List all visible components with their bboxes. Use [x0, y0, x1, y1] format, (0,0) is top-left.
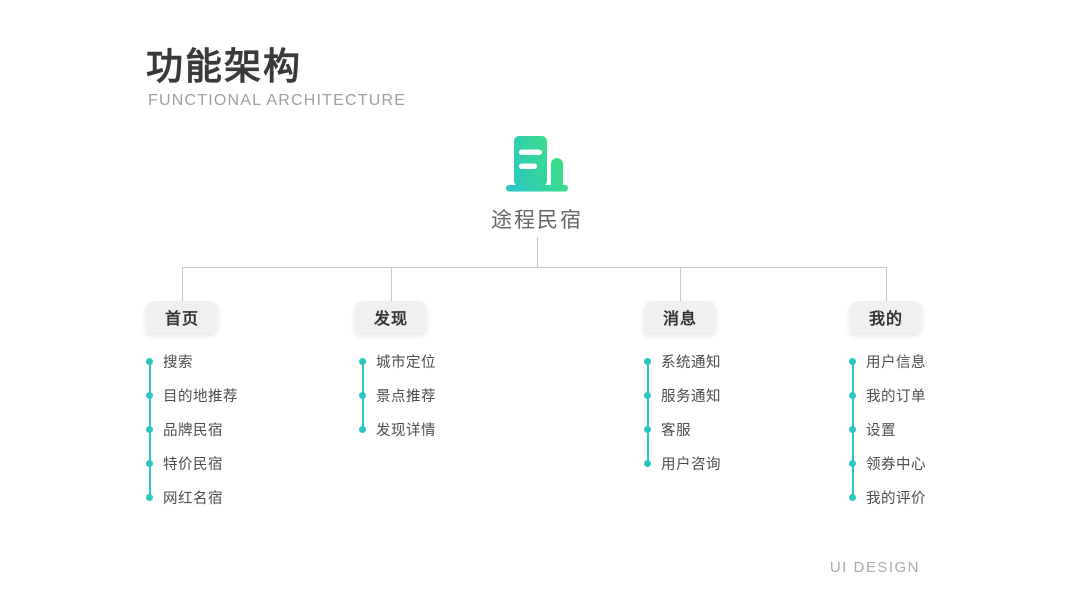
- list-item-label: 设置: [866, 422, 896, 439]
- list-item-label: 品牌民宿: [163, 422, 223, 439]
- bullet-dot-icon: [146, 459, 153, 467]
- list-item-label: 服务通知: [661, 388, 721, 405]
- bullet-dot-icon: [359, 391, 366, 399]
- bullet-dot-icon: [146, 493, 153, 501]
- root-app-name: 途程民宿: [491, 209, 583, 232]
- list-item-label: 发现详情: [376, 422, 436, 439]
- bullet-dot-icon: [644, 391, 651, 399]
- bullet-dot-icon: [644, 357, 651, 365]
- bullet-dot-icon: [644, 425, 651, 433]
- list-item: 特价民宿: [146, 446, 336, 480]
- list-item: 目的地推荐: [146, 378, 336, 412]
- branch-node-discover: 发现: [355, 301, 427, 333]
- branch-node-messages: 消息: [644, 301, 716, 333]
- branch-node-mine: 我的: [850, 301, 922, 333]
- list-item: 网红名宿: [146, 480, 336, 514]
- list-item: 用户咨询: [644, 446, 834, 480]
- bullet-dot-icon: [359, 425, 366, 433]
- page-title: 功能架构: [146, 46, 302, 87]
- list-item-label: 我的订单: [866, 388, 926, 405]
- connector-drop-home: [182, 267, 183, 301]
- list-item: 领券中心: [849, 446, 1039, 480]
- bullet-dot-icon: [644, 459, 651, 467]
- list-item: 服务通知: [644, 378, 834, 412]
- connector-root-drop: [537, 237, 538, 267]
- list-item-label: 网红名宿: [163, 490, 223, 507]
- bullet-dot-icon: [849, 493, 856, 501]
- list-item: 设置: [849, 412, 1039, 446]
- connector-horizontal: [182, 267, 887, 268]
- connector-drop-mine: [886, 267, 887, 301]
- list-item-label: 景点推荐: [376, 388, 436, 405]
- list-item: 品牌民宿: [146, 412, 336, 446]
- list-item-label: 目的地推荐: [163, 388, 238, 405]
- list-item-label: 搜索: [163, 354, 193, 371]
- branch-list-line: [646, 361, 649, 463]
- bullet-dot-icon: [146, 391, 153, 399]
- branch-list-messages: 系统通知 服务通知 客服 用户咨询: [644, 344, 834, 480]
- list-item: 搜索: [146, 344, 336, 378]
- list-item-label: 我的评价: [866, 490, 926, 507]
- connector-drop-messages: [680, 267, 681, 301]
- bullet-dot-icon: [849, 357, 856, 365]
- bullet-dot-icon: [849, 459, 856, 467]
- connector-drop-discover: [391, 267, 392, 301]
- bullet-dot-icon: [849, 391, 856, 399]
- list-item-label: 用户信息: [866, 354, 926, 371]
- footer-watermark: UI DESIGN: [829, 559, 920, 576]
- homestay-building-icon: [506, 136, 568, 192]
- list-item: 客服: [644, 412, 834, 446]
- branch-node-home: 首页: [146, 301, 218, 333]
- list-item-label: 领券中心: [866, 456, 926, 473]
- list-item-label: 客服: [661, 422, 691, 439]
- bullet-dot-icon: [146, 357, 153, 365]
- list-item: 景点推荐: [359, 378, 549, 412]
- bullet-dot-icon: [359, 357, 366, 365]
- branch-list-discover: 城市定位 景点推荐 发现详情: [359, 344, 549, 446]
- list-item-label: 城市定位: [376, 354, 436, 371]
- bullet-dot-icon: [146, 425, 153, 433]
- list-item: 城市定位: [359, 344, 549, 378]
- list-item-label: 系统通知: [661, 354, 721, 371]
- branch-list-mine: 用户信息 我的订单 设置 领券中心 我的评价: [849, 344, 1039, 514]
- bullet-dot-icon: [849, 425, 856, 433]
- list-item: 发现详情: [359, 412, 549, 446]
- list-item-label: 用户咨询: [661, 456, 721, 473]
- list-item: 我的评价: [849, 480, 1039, 514]
- list-item: 用户信息: [849, 344, 1039, 378]
- list-item: 我的订单: [849, 378, 1039, 412]
- branch-list-home: 搜索 目的地推荐 品牌民宿 特价民宿 网红名宿: [146, 344, 336, 514]
- list-item: 系统通知: [644, 344, 834, 378]
- list-item-label: 特价民宿: [163, 456, 223, 473]
- page-subtitle: FUNCTIONAL ARCHITECTURE: [148, 92, 407, 109]
